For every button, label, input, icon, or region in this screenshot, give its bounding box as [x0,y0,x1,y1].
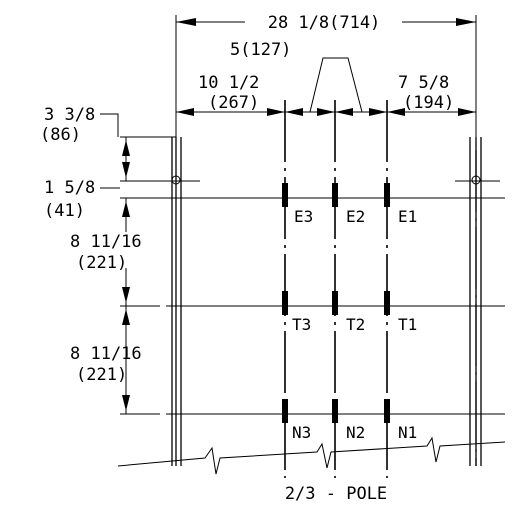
terminal-label-n2: N2 [346,423,365,442]
break-line [117,436,506,475]
pole-caption: 2/3 - POLE [285,484,387,504]
terminal-label-e2: E2 [346,207,365,226]
hole-offset-label-a: 1 5/8 [44,178,95,198]
left-width-label-a: 10 1/2 [198,73,259,93]
left-rail [171,137,182,466]
left-width-label-b: (267) [208,93,259,113]
vertical-dimension-chain [122,137,130,414]
center-width-label: 5(127) [230,40,291,60]
terminal-label-n3: N3 [292,423,311,442]
spacing-1-label-a: 8 11/16 [70,232,142,252]
right-width-label-b: (194) [403,93,454,113]
overall-width-dimension [176,18,476,26]
spacing-1-label-b: (221) [76,253,127,273]
terminal-label-n1: N1 [398,423,417,442]
top-offset-leader [100,113,119,137]
terminal-label-t3: T3 [292,315,311,334]
busbars-row-t [282,291,390,315]
terminal-label-t1: T1 [398,315,417,334]
terminal-label-e1: E1 [398,207,417,226]
hole-offset-label-b: (41) [44,201,85,221]
right-width-label-a: 7 5/8 [398,73,449,93]
terminal-label-e3: E3 [294,207,313,226]
center-width-leader [309,57,363,113]
terminal-label-t2: T2 [346,315,365,334]
top-offset-label-a: 3 3/8 [44,105,95,125]
busbars-row-e [282,183,390,207]
top-offset-label-b: (86) [40,125,81,145]
overall-width-label: 28 1/8(714) [268,13,381,33]
mounting-hole-left [171,175,181,185]
phase-spacing-dimension [176,108,476,116]
spacing-2-label-b: (221) [76,365,127,385]
busbars-row-n [282,399,390,423]
spacing-2-label-a: 8 11/16 [70,344,142,364]
